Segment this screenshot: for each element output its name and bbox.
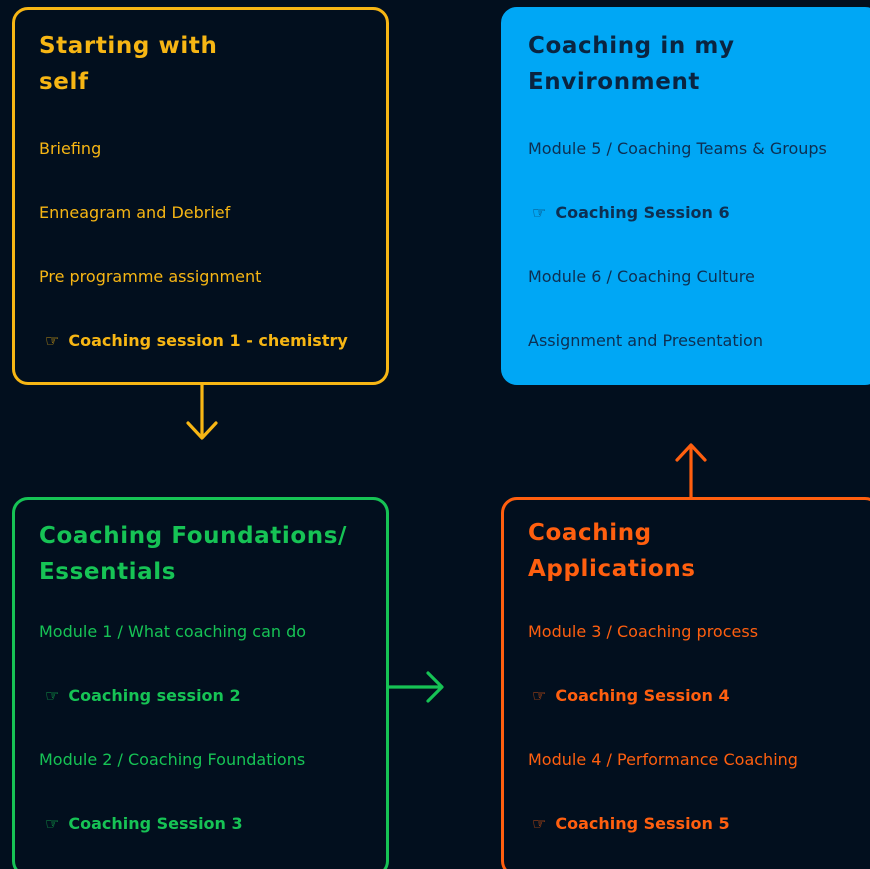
arrow-right-icon [386,671,444,703]
arrow-up-icon [675,443,707,500]
card-starting-with-self: Starting with self Briefing Enneagram an… [12,7,389,385]
hand-pointing-icon: ☞ [45,814,60,833]
card-coaching-foundations: Coaching Foundations/ Essentials Module … [12,497,389,869]
session-item: ☞Coaching session 1 - chemistry [45,331,348,350]
card-title: Coaching Applications [528,520,696,582]
session-item: ☞Coaching Session 3 [45,814,243,833]
arrow-down-icon [186,385,218,440]
list-item: Enneagram and Debrief [39,203,231,222]
session-item: ☞Coaching Session 5 [532,814,730,833]
session-item: ☞Coaching Session 6 [532,203,730,222]
session-item: ☞Coaching Session 4 [532,686,730,705]
list-item: Module 5 / Coaching Teams & Groups [528,139,827,158]
card-title: Starting with self [39,33,218,95]
hand-pointing-icon: ☞ [532,686,547,705]
session-item: ☞Coaching session 2 [45,686,241,705]
list-item: Assignment and Presentation [528,331,763,350]
card-coaching-in-my-environment: Coaching in my Environment Module 5 / Co… [501,7,870,385]
list-item: Module 3 / Coaching process [528,622,759,641]
hand-pointing-icon: ☞ [532,814,547,833]
list-item: Briefing [39,139,102,158]
list-item: Module 1 / What coaching can do [39,622,307,641]
list-item: Module 6 / Coaching Culture [528,267,755,286]
card-coaching-applications: Coaching Applications Module 3 / Coachin… [501,497,870,869]
list-item: Module 2 / Coaching Foundations [39,750,306,769]
card-title: Coaching in my Environment [528,33,735,95]
card-title: Coaching Foundations/ Essentials [39,523,347,585]
hand-pointing-icon: ☞ [45,331,60,350]
hand-pointing-icon: ☞ [532,203,547,222]
list-item: Pre programme assignment [39,267,262,286]
list-item: Module 4 / Performance Coaching [528,750,798,769]
hand-pointing-icon: ☞ [45,686,60,705]
